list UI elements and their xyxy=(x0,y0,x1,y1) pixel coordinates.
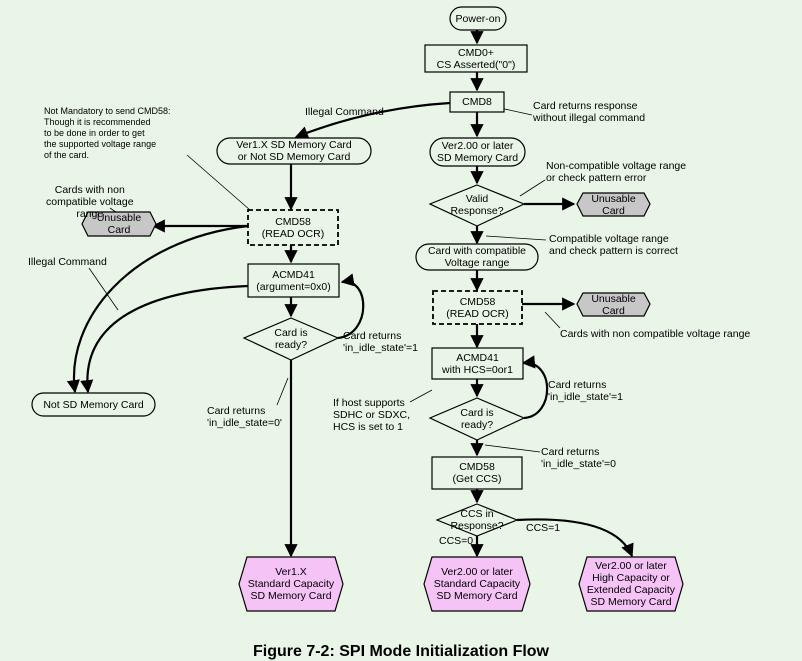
power-on-label: Power-on xyxy=(455,12,501,25)
node-acmd41-left xyxy=(247,263,340,298)
leader-returns-response xyxy=(499,107,533,116)
node-card-ready-left xyxy=(242,317,340,361)
node-power-on xyxy=(449,6,507,31)
leader-noncompat-right xyxy=(544,311,561,329)
cmd0-label: CMD0+CS Asserted("0") xyxy=(436,46,516,71)
leader-host-supports xyxy=(409,389,433,403)
node-unusable-right-top xyxy=(576,192,651,217)
edge-acmd41l-notsd xyxy=(80,284,249,394)
leader-idle0-left xyxy=(276,377,289,406)
edge-ready-loop-left xyxy=(337,273,365,340)
not-sd-card-label: Not SD Memory Card xyxy=(43,398,144,411)
node-ccs-decision xyxy=(435,503,519,537)
illegal-command-left-note: Illegal Command xyxy=(28,256,107,268)
node-cmd58-ccs xyxy=(431,456,523,490)
node-unusable-right-mid xyxy=(576,292,651,317)
cards-non-compatible-right-note: Cards with non compatible voltage range xyxy=(560,328,751,340)
figure-caption: Figure 7-2: SPI Mode Initialization Flow xyxy=(252,643,549,660)
card-returns-idle0-left-note: Card returns'in_idle_state=0' xyxy=(207,405,282,429)
node-card-ready-right xyxy=(428,397,526,441)
node-ver1x-card xyxy=(216,137,372,165)
node-ver2-std xyxy=(423,556,531,612)
node-cmd58-left xyxy=(247,209,339,246)
card-returns-idle1-right-note: Card returns'in_idle_state'=1 xyxy=(548,379,623,403)
leader-not-mandatory xyxy=(186,154,251,211)
node-ver2-high xyxy=(578,556,684,612)
node-cmd0 xyxy=(424,44,528,73)
node-acmd41-right xyxy=(431,347,524,380)
node-unusable-left xyxy=(81,211,157,237)
card-returns-idle1-left-note: Card returns'in_idle_state'=1 xyxy=(343,330,418,354)
illegal-command-top-note: Illegal Command xyxy=(305,106,384,118)
node-valid-response xyxy=(428,184,526,227)
cmd8-label: CMD8 xyxy=(462,96,492,108)
ccs1-label: CCS=1 xyxy=(526,522,561,534)
acmd41-left-label: ACMD41(argument=0x0) xyxy=(256,268,331,293)
shapes xyxy=(31,6,684,612)
leader-noncompat xyxy=(519,179,546,197)
node-ver1x-std xyxy=(238,556,344,612)
card-returns-idle0-right-note: Card returns'in_idle_state'=0 xyxy=(541,446,616,470)
ccs0-label: CCS=0 xyxy=(439,535,474,547)
leader-illegal-left xyxy=(88,267,119,311)
flowchart-diagram xyxy=(31,6,684,612)
node-cmd58-right xyxy=(432,290,523,325)
leader-lines xyxy=(88,107,561,453)
node-compatible-card xyxy=(415,243,539,271)
not-mandatory-note: Not Mandatory to send CMD58:Though it is… xyxy=(44,106,171,160)
cmd58-left-label: CMD58(READ OCR) xyxy=(261,215,325,240)
leader-idle0-right xyxy=(484,444,541,453)
cmd58-ccs-label: CMD58(Get CCS) xyxy=(452,461,502,485)
leader-compat xyxy=(485,235,547,241)
cmd58-right-label: CMD58(READ OCR) xyxy=(446,295,509,320)
node-ver2-card xyxy=(429,137,526,167)
node-not-sd-card xyxy=(31,392,156,417)
node-cmd8 xyxy=(449,91,505,113)
edge-ready-loop-right xyxy=(521,355,549,420)
edge-cmd58l-notsd xyxy=(66,224,249,394)
edge-cmd8-ver1x xyxy=(294,101,451,139)
edge-ccs1 xyxy=(516,518,634,558)
connectors xyxy=(66,30,634,558)
